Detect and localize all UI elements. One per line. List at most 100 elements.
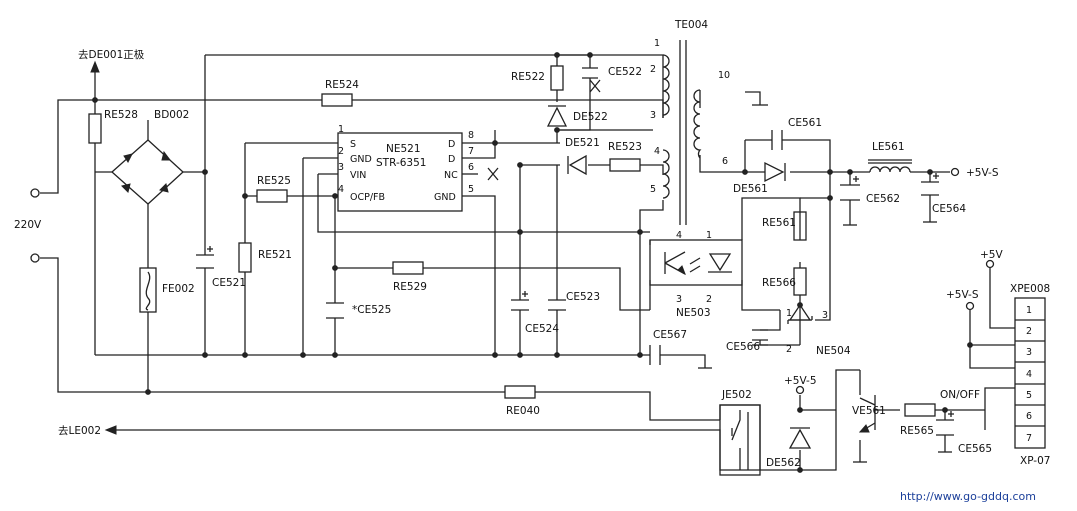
te-pin-2: 2 bbox=[650, 64, 656, 75]
label-re524: RE524 bbox=[325, 79, 359, 91]
grounds bbox=[698, 104, 952, 463]
label-re529: RE529 bbox=[393, 281, 427, 293]
ic-pin-6: 6 bbox=[468, 162, 474, 173]
opto-ne503 bbox=[649, 239, 743, 286]
transistor-ve561 bbox=[858, 395, 880, 433]
ic-name-d1: D bbox=[448, 139, 455, 150]
arrows bbox=[90, 60, 117, 435]
transformer-te004 bbox=[662, 40, 702, 225]
label-ce524: CE524 bbox=[525, 323, 559, 335]
label-re521: RE521 bbox=[258, 249, 292, 261]
nc-marks bbox=[487, 79, 601, 181]
opto-pin-3: 3 bbox=[676, 294, 682, 305]
re529-body bbox=[392, 261, 424, 275]
label-de521: DE521 bbox=[565, 137, 600, 149]
label-ce564: CE564 bbox=[932, 203, 966, 215]
ic-name-vin: VIN bbox=[350, 170, 366, 181]
label-ne503: NE503 bbox=[676, 307, 711, 319]
label-ne504: NE504 bbox=[816, 345, 851, 357]
re565-body bbox=[904, 403, 936, 417]
ic-ne521 bbox=[337, 132, 463, 212]
source-url: http://www.go-gddq.com bbox=[900, 490, 1036, 503]
ic-pin-5: 5 bbox=[468, 184, 474, 195]
opto-pin-4: 4 bbox=[676, 230, 682, 241]
label-ce565: CE565 bbox=[958, 443, 992, 455]
conn-pin-4: 4 bbox=[1026, 369, 1032, 380]
ic-name-d2: D bbox=[448, 154, 455, 165]
wires bbox=[40, 54, 1015, 471]
label-ce562: CE562 bbox=[866, 193, 900, 205]
ic-name-gnd: GND bbox=[350, 154, 372, 165]
label-re523: RE523 bbox=[608, 141, 642, 153]
opto-pin-1: 1 bbox=[706, 230, 712, 241]
label-xp07: XP-07 bbox=[1020, 455, 1050, 467]
le002-arrow bbox=[104, 425, 117, 435]
label-de001: 去DE001正极 bbox=[78, 48, 145, 61]
label-plus5v5: +5V-5 bbox=[784, 375, 817, 387]
te-pin-3: 3 bbox=[650, 110, 656, 121]
label-ce566: CE566 bbox=[726, 341, 760, 353]
re521-body bbox=[238, 242, 252, 273]
conn-pin-5: 5 bbox=[1026, 390, 1032, 401]
re528-body bbox=[88, 113, 102, 144]
ic-name-s: S bbox=[350, 139, 356, 150]
re561-body bbox=[793, 211, 807, 241]
ic-name-nc: NC bbox=[444, 170, 458, 181]
ic-pin-3: 3 bbox=[338, 162, 344, 173]
conn-pin-7: 7 bbox=[1026, 433, 1032, 444]
inductor-le561 bbox=[868, 159, 912, 173]
label-bd002: BD002 bbox=[154, 109, 189, 121]
ic-pin-2: 2 bbox=[338, 146, 344, 157]
re566-body bbox=[793, 267, 807, 296]
conn-pin-2: 2 bbox=[1026, 326, 1032, 337]
label-ve561: VE561 bbox=[852, 405, 886, 417]
label-re522: RE522 bbox=[511, 71, 545, 83]
resistors bbox=[88, 65, 936, 417]
capacitors bbox=[196, 67, 954, 436]
re523-body bbox=[609, 158, 641, 172]
label-fe002: FE002 bbox=[162, 283, 195, 295]
te-pin-1: 1 bbox=[654, 38, 660, 49]
terminals bbox=[30, 167, 995, 395]
label-plus5vs-out: +5V-S bbox=[966, 167, 999, 179]
conn-pin-6: 6 bbox=[1026, 411, 1032, 422]
te-pin-4: 4 bbox=[654, 146, 660, 157]
de001-arrow bbox=[90, 60, 100, 73]
label-ce522: CE522 bbox=[608, 66, 642, 78]
label-de562: DE562 bbox=[766, 457, 801, 469]
ic-pin-1: 1 bbox=[338, 124, 344, 135]
label-ce561: CE561 bbox=[788, 117, 822, 129]
label-ce567: CE567 bbox=[653, 329, 687, 341]
label-te004: TE004 bbox=[674, 19, 708, 31]
label-re528: RE528 bbox=[104, 109, 138, 121]
ne504-pin-1: 1 bbox=[786, 308, 792, 319]
label-re565: RE565 bbox=[900, 425, 934, 437]
opto-pin-2: 2 bbox=[706, 294, 712, 305]
label-ce523: CE523 bbox=[566, 291, 600, 303]
ic-pin-8: 8 bbox=[468, 130, 474, 141]
ic-name-gnd2: GND bbox=[434, 192, 456, 203]
re040-body bbox=[504, 385, 536, 399]
diodes bbox=[546, 105, 812, 449]
text-labels: 去DE001正极 去LE002 220V RE528 BD002 RE524 F… bbox=[14, 19, 1050, 503]
re522-body bbox=[550, 65, 564, 91]
label-le002: 去LE002 bbox=[58, 425, 101, 437]
label-ce521: CE521 bbox=[212, 277, 246, 289]
label-ne521: NE521 bbox=[386, 143, 421, 155]
te-pin-6: 6 bbox=[722, 156, 728, 167]
te-pin-10: 10 bbox=[718, 70, 730, 81]
ne504-pin-2: 2 bbox=[786, 344, 792, 355]
label-onoff: ON/OFF bbox=[940, 389, 980, 401]
label-de561: DE561 bbox=[733, 183, 768, 195]
ic-name-ocp: OCP/FB bbox=[350, 192, 385, 203]
re525-body bbox=[256, 189, 288, 203]
conn-pin-3: 3 bbox=[1026, 347, 1032, 358]
conn-pin-1: 1 bbox=[1026, 305, 1032, 316]
ne504-pin-3: 3 bbox=[822, 310, 828, 321]
fuse-fe002 bbox=[139, 267, 157, 313]
relay-je502 bbox=[719, 404, 761, 476]
connector-xpe008 bbox=[1014, 297, 1046, 449]
label-re040: RE040 bbox=[506, 405, 540, 417]
label-plus5v: +5V bbox=[980, 249, 1003, 261]
junctions bbox=[92, 52, 973, 473]
